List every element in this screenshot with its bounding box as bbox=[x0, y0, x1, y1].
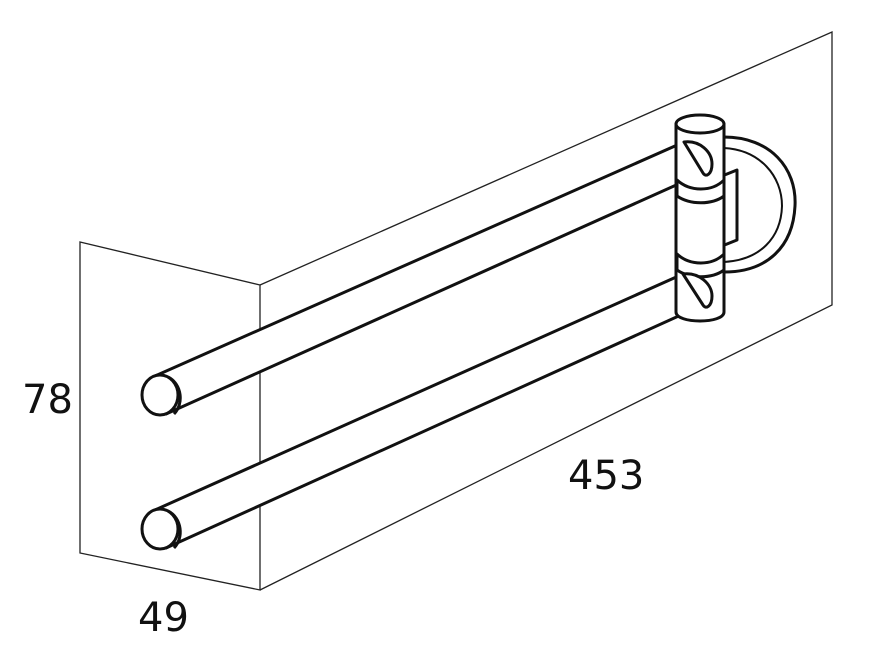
height-dimension-label: 78 bbox=[22, 377, 73, 423]
upper-bar-end-cap bbox=[140, 373, 180, 417]
lower-bar-end-rim bbox=[167, 509, 182, 550]
wall-mount bbox=[674, 113, 797, 323]
pivot-post-top bbox=[674, 113, 726, 135]
lower-bar-tube bbox=[153, 272, 705, 550]
envelope-box bbox=[79, 31, 833, 591]
upper-bar-tube bbox=[153, 140, 705, 416]
upper-bar-joint bbox=[682, 140, 714, 177]
wall-rosette-inner bbox=[723, 147, 783, 263]
depth-dimension-label: 49 bbox=[138, 595, 189, 641]
upper-bar-end-rim bbox=[167, 375, 182, 416]
upper-bar bbox=[140, 140, 705, 417]
length-dimension-label: 453 bbox=[568, 453, 645, 499]
upper-collar bbox=[675, 178, 726, 205]
envelope-top-edge bbox=[259, 31, 833, 591]
lower-bar bbox=[140, 272, 705, 551]
lower-bar-joint bbox=[681, 272, 714, 309]
lower-bar-end-cap bbox=[140, 507, 180, 551]
wall-rosette bbox=[722, 135, 797, 274]
